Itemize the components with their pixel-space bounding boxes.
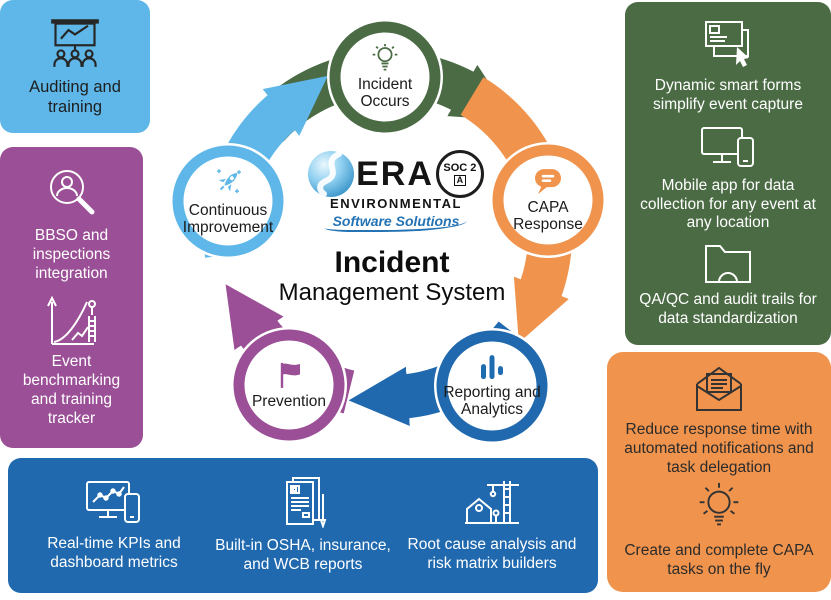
green-item: Mobile app for data collection for any e… [635, 124, 821, 234]
node-ring-capa-response [490, 142, 606, 258]
green-item-text: Dynamic smart forms simplify event captu… [653, 77, 803, 114]
green-item: Dynamic smart forms simplify event captu… [635, 18, 821, 115]
node-label: Incident Occurs [357, 76, 413, 111]
blue-item-text: Built-in OSHA, insurance, and WCB report… [215, 537, 391, 573]
node-ring-continuous-improvement [170, 143, 286, 259]
bbso-item: Event benchmarking and training tracker [10, 294, 133, 429]
open-envelope-icon [696, 366, 742, 411]
smart-form-icon [705, 21, 749, 68]
title-line2: Management System [278, 279, 506, 306]
brand-subtitle: ENVIRONMENTAL [330, 196, 462, 211]
green-item-text: Mobile app for data collection for any e… [640, 176, 816, 232]
node-ring-reporting-analytics [434, 328, 550, 444]
panel-bbso-benchmarking: BBSO and inspections integration Event b… [0, 147, 143, 448]
bbso-item: BBSO and inspections integration [10, 166, 133, 284]
brand-tagline: Software Solutions [324, 213, 468, 232]
training-presentation-icon [51, 19, 99, 68]
blue-item-text: Real-time KPIs and dashboard metrics [47, 535, 181, 571]
cycle-node-reporting-analytics: Reporting and Analytics [443, 353, 541, 419]
panel-auditing-text: Auditing and training [29, 77, 121, 116]
title-line1: Incident [334, 246, 450, 279]
soc2-badge: SOC 2 A [435, 150, 484, 198]
panel-data-capture-features: Dynamic smart forms simplify event captu… [625, 2, 831, 345]
construction-site-icon [465, 481, 519, 525]
report-document-icon [286, 477, 327, 529]
node-label: Prevention [251, 392, 327, 410]
bar-chart-icon [481, 355, 503, 380]
page-title: Incident Management System [272, 246, 512, 308]
node-ring-incident-occurs [327, 19, 443, 135]
blue-item-text: Root cause analysis and risk matrix buil… [407, 536, 577, 572]
blue-item: Root cause analysis and risk matrix buil… [399, 477, 585, 574]
orange-item-text: Reduce response time with automated noti… [624, 420, 814, 476]
green-item: QA/QC and audit trails for data standard… [635, 242, 821, 329]
panel-reporting-features: Real-time KPIs and dashboard metrics Bui… [8, 458, 598, 593]
globe-logo-icon [308, 151, 355, 197]
era-environmental-logo: ERA SOC 2 A ENVIRONMENTAL Software Solut… [306, 150, 486, 232]
orange-item: Reduce response time with automated noti… [617, 364, 821, 478]
bbso-item-text: BBSO and inspections integration [32, 226, 111, 282]
benchmark-growth-icon [46, 296, 96, 346]
orange-item-text: Create and complete CAPA tasks on the fl… [624, 542, 814, 579]
green-item-text: QA/QC and audit trails for data standard… [639, 290, 817, 327]
cycle-node-capa-response: CAPA Response [499, 166, 597, 234]
chat-bubble-icon [535, 169, 561, 195]
node-ring-prevention [231, 327, 347, 443]
rocket-icon [217, 169, 241, 194]
node-label: Reporting and Analytics [443, 384, 541, 419]
node-label: CAPA Response [513, 199, 583, 234]
bbso-item-text: Event benchmarking and training tracker [22, 353, 121, 428]
person-search-icon [49, 169, 94, 215]
panel-capa-response-features: Reduce response time with automated noti… [607, 352, 831, 592]
cycle-node-incident-occurs: Incident Occurs [336, 43, 434, 111]
lightbulb-outline-icon [699, 483, 739, 526]
lightbulb-icon [372, 44, 398, 71]
brand-name: ERA [356, 154, 434, 193]
blue-item: Real-time KPIs and dashboard metrics [21, 478, 207, 573]
flag-icon [280, 362, 300, 388]
cycle-node-continuous-improvement: Continuous Improvement [179, 165, 277, 237]
blue-item: Built-in OSHA, insurance, and WCB report… [210, 476, 396, 575]
kpi-dashboard-icon [86, 481, 140, 524]
devices-icon [701, 126, 754, 167]
cycle-node-prevention: Prevention [240, 360, 338, 410]
node-label: Continuous Improvement [182, 202, 274, 237]
folder-icon [705, 244, 751, 283]
orange-item: Create and complete CAPA tasks on the fl… [617, 481, 821, 580]
panel-auditing-training: Auditing and training [0, 0, 150, 133]
